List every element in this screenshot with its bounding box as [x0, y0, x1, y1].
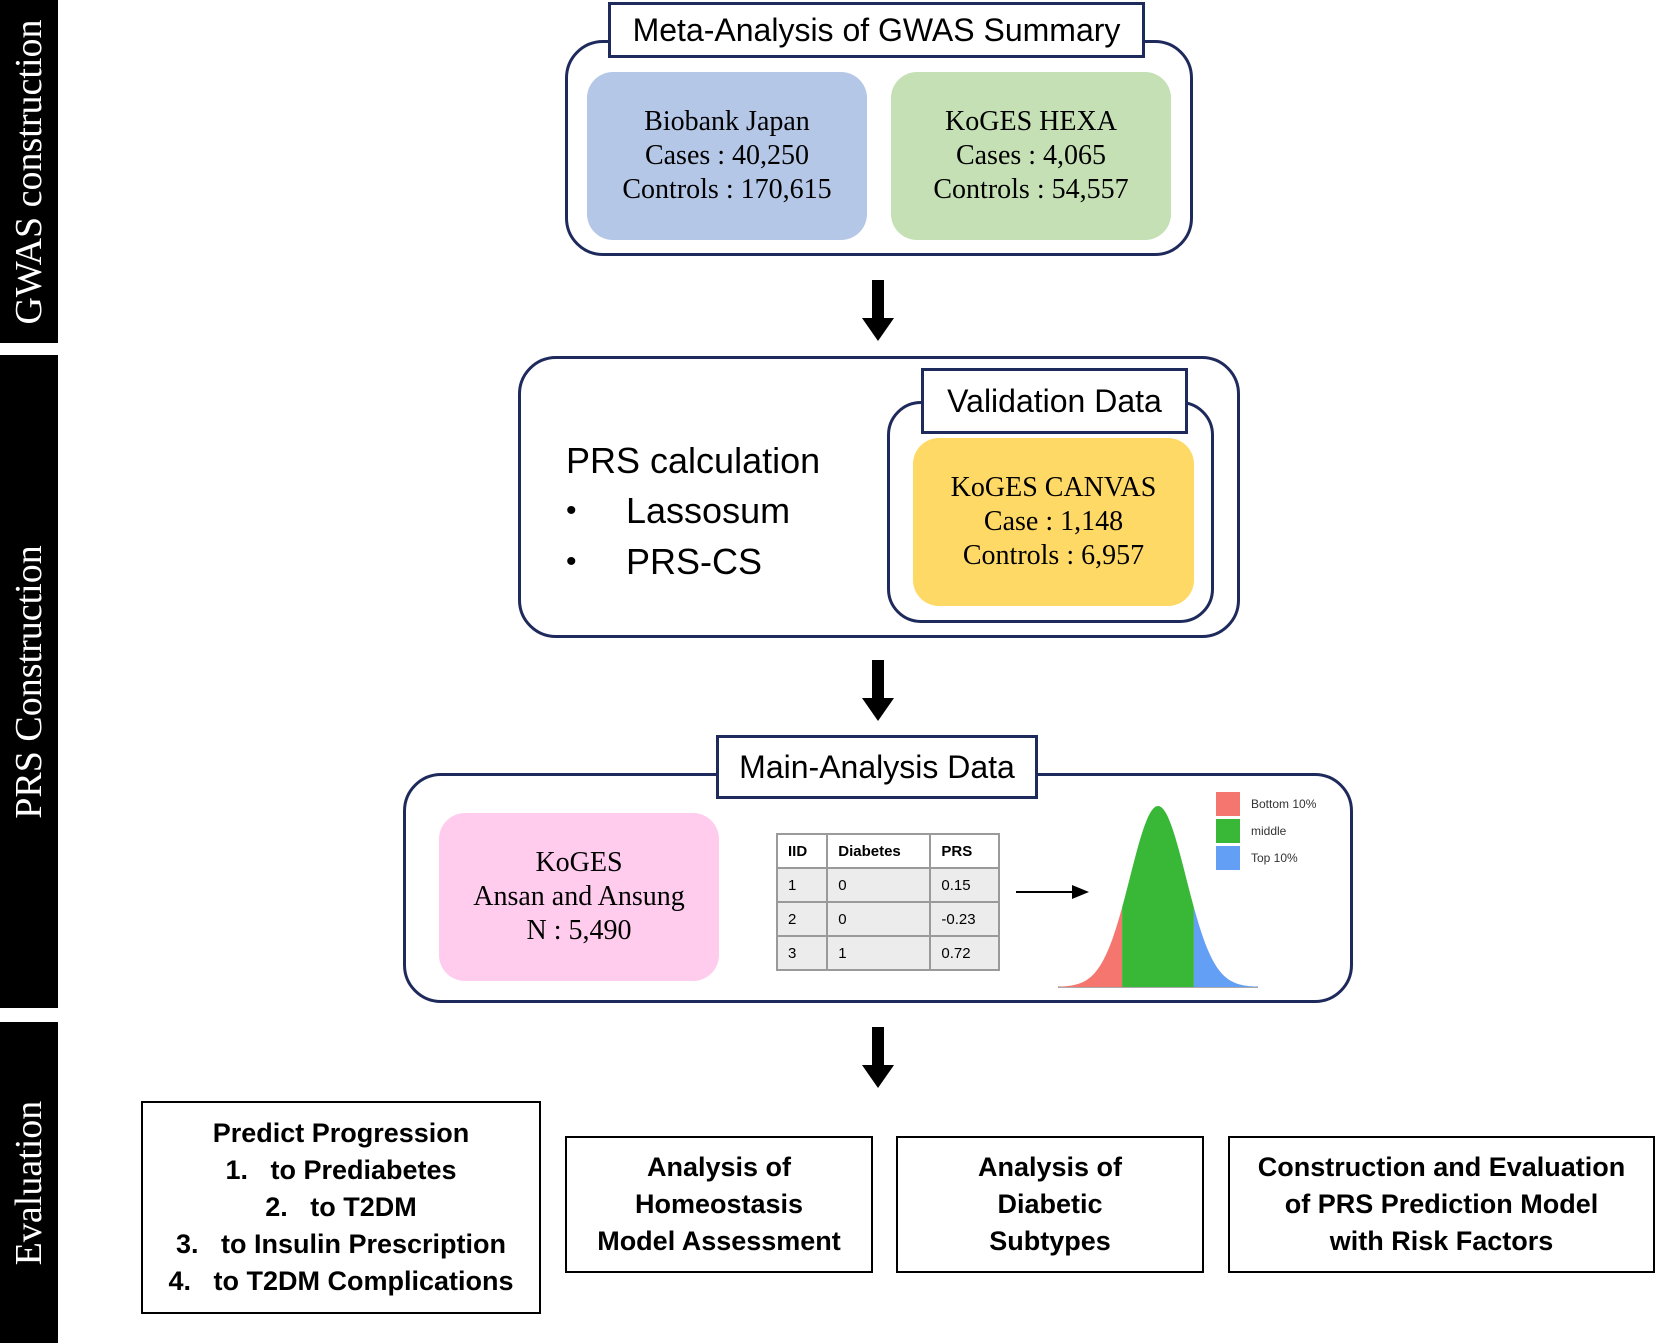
cohort-name: KoGES CANVAS — [950, 472, 1157, 503]
table-cell: 0.72 — [929, 935, 1000, 971]
table-row: 3 1 0.72 — [775, 935, 1000, 971]
cohort-controls: Controls : 170,615 — [622, 174, 832, 205]
table-header: PRS — [929, 833, 1000, 869]
eval-diabetic-subtypes: Analysis of Diabetic Subtypes — [896, 1136, 1204, 1273]
eval-line: Diabetic — [997, 1189, 1103, 1219]
table-cell: 0.15 — [929, 867, 1000, 903]
table-cell: -0.23 — [929, 901, 1000, 937]
table-header: IID — [775, 833, 829, 869]
main-analysis-title: Main-Analysis Data — [716, 735, 1038, 799]
eval-line: Construction and Evaluation — [1257, 1152, 1626, 1182]
cohort-koges-canvas: KoGES CANVAS Case : 1,148 Controls : 6,9… — [913, 438, 1194, 606]
cohort-cases: Case : 1,148 — [983, 506, 1124, 537]
middle-area — [1122, 806, 1194, 987]
stage-band-gwas: GWAS construction — [0, 0, 58, 343]
legend-label-top: Top 10% — [1251, 851, 1298, 865]
cohort-biobank-japan: Biobank Japan Cases : 40,250 Controls : … — [587, 72, 867, 240]
stage-band-evaluation: Evaluation — [0, 1022, 58, 1343]
stage-label-evaluation: Evaluation — [8, 1100, 50, 1265]
prs-calculation-title: PRS calculation — [566, 440, 821, 481]
table-cell: 1 — [775, 867, 829, 903]
eval-item: 4. to T2DM Complications — [168, 1266, 514, 1296]
cohort-n: N : 5,490 — [526, 915, 632, 946]
table-header-row: IID Diabetes PRS — [775, 833, 1000, 869]
cohort-cases: Cases : 4,065 — [955, 140, 1107, 171]
top-10-area — [1193, 907, 1258, 987]
table-cell: 0 — [826, 867, 932, 903]
table-cell: 3 — [775, 935, 829, 971]
right-arrow-icon — [1016, 885, 1089, 899]
eval-line: of PRS Prediction Model — [1284, 1189, 1599, 1219]
bullet-icon: • — [566, 494, 577, 527]
stage-label-gwas: GWAS construction — [8, 18, 50, 325]
prs-distribution-plot — [1058, 806, 1258, 988]
stage-label-prs: PRS Construction — [8, 544, 50, 819]
table-cell: 2 — [775, 901, 829, 937]
eval-title: Predict Progression — [212, 1118, 470, 1148]
cohort-name: KoGES HEXA — [945, 106, 1117, 137]
cohort-name: KoGES — [535, 847, 623, 878]
prs-method-lassosum: Lassosum — [626, 490, 791, 531]
down-arrow-icon — [862, 280, 894, 341]
eval-line: Model Assessment — [597, 1226, 841, 1256]
legend-label-middle: middle — [1251, 824, 1287, 838]
bottom-10-area — [1058, 907, 1123, 987]
legend-label-bottom: Bottom 10% — [1251, 797, 1317, 811]
cohort-controls: Controls : 54,557 — [933, 174, 1129, 205]
bullet-icon: • — [566, 545, 577, 578]
table-row: 2 0 -0.23 — [775, 901, 1000, 937]
down-arrow-icon — [862, 660, 894, 721]
eval-line: Subtypes — [989, 1226, 1111, 1256]
eval-item: 3. to Insulin Prescription — [175, 1229, 507, 1259]
eval-predict-progression: Predict Progression 1. to Prediabetes 2.… — [141, 1101, 541, 1314]
eval-item: 1. to Prediabetes — [225, 1155, 457, 1185]
table-cell: 1 — [826, 935, 932, 971]
eval-prs-model: Construction and Evaluation of PRS Predi… — [1228, 1136, 1655, 1273]
legend-swatch-bottom — [1216, 792, 1240, 816]
table-header: Diabetes — [826, 833, 932, 869]
meta-analysis-title: Meta-Analysis of GWAS Summary — [608, 2, 1145, 58]
table-cell: 0 — [826, 901, 932, 937]
cohort-cases: Cases : 40,250 — [644, 140, 810, 171]
cohort-subtitle: Ansan and Ansung — [473, 881, 685, 912]
legend-swatch-top — [1216, 846, 1240, 870]
eval-line: Analysis of — [646, 1152, 792, 1182]
cohort-koges-hexa: KoGES HEXA Cases : 4,065 Controls : 54,5… — [891, 72, 1171, 240]
stage-band-prs: PRS Construction — [0, 355, 58, 1008]
eval-item: 2. to T2DM — [265, 1192, 417, 1222]
eval-homa: Analysis of Homeostasis Model Assessment — [565, 1136, 873, 1273]
eval-line: Homeostasis — [634, 1189, 804, 1219]
eval-line: Analysis of — [977, 1152, 1123, 1182]
prs-sample-table: IID Diabetes PRS 1 0 0.15 2 0 -0.23 3 1 … — [775, 833, 1000, 971]
validation-title: Validation Data — [921, 368, 1188, 434]
table-row: 1 0 0.15 — [775, 867, 1000, 903]
cohort-name: Biobank Japan — [644, 106, 810, 137]
legend-swatch-middle — [1216, 819, 1240, 843]
eval-line: with Risk Factors — [1329, 1226, 1554, 1256]
cohort-controls: Controls : 6,957 — [962, 540, 1145, 571]
prs-method-prs-cs: PRS-CS — [626, 541, 763, 582]
down-arrow-icon — [862, 1027, 894, 1088]
cohort-koges-ansan: KoGES Ansan and Ansung N : 5,490 — [439, 813, 719, 981]
